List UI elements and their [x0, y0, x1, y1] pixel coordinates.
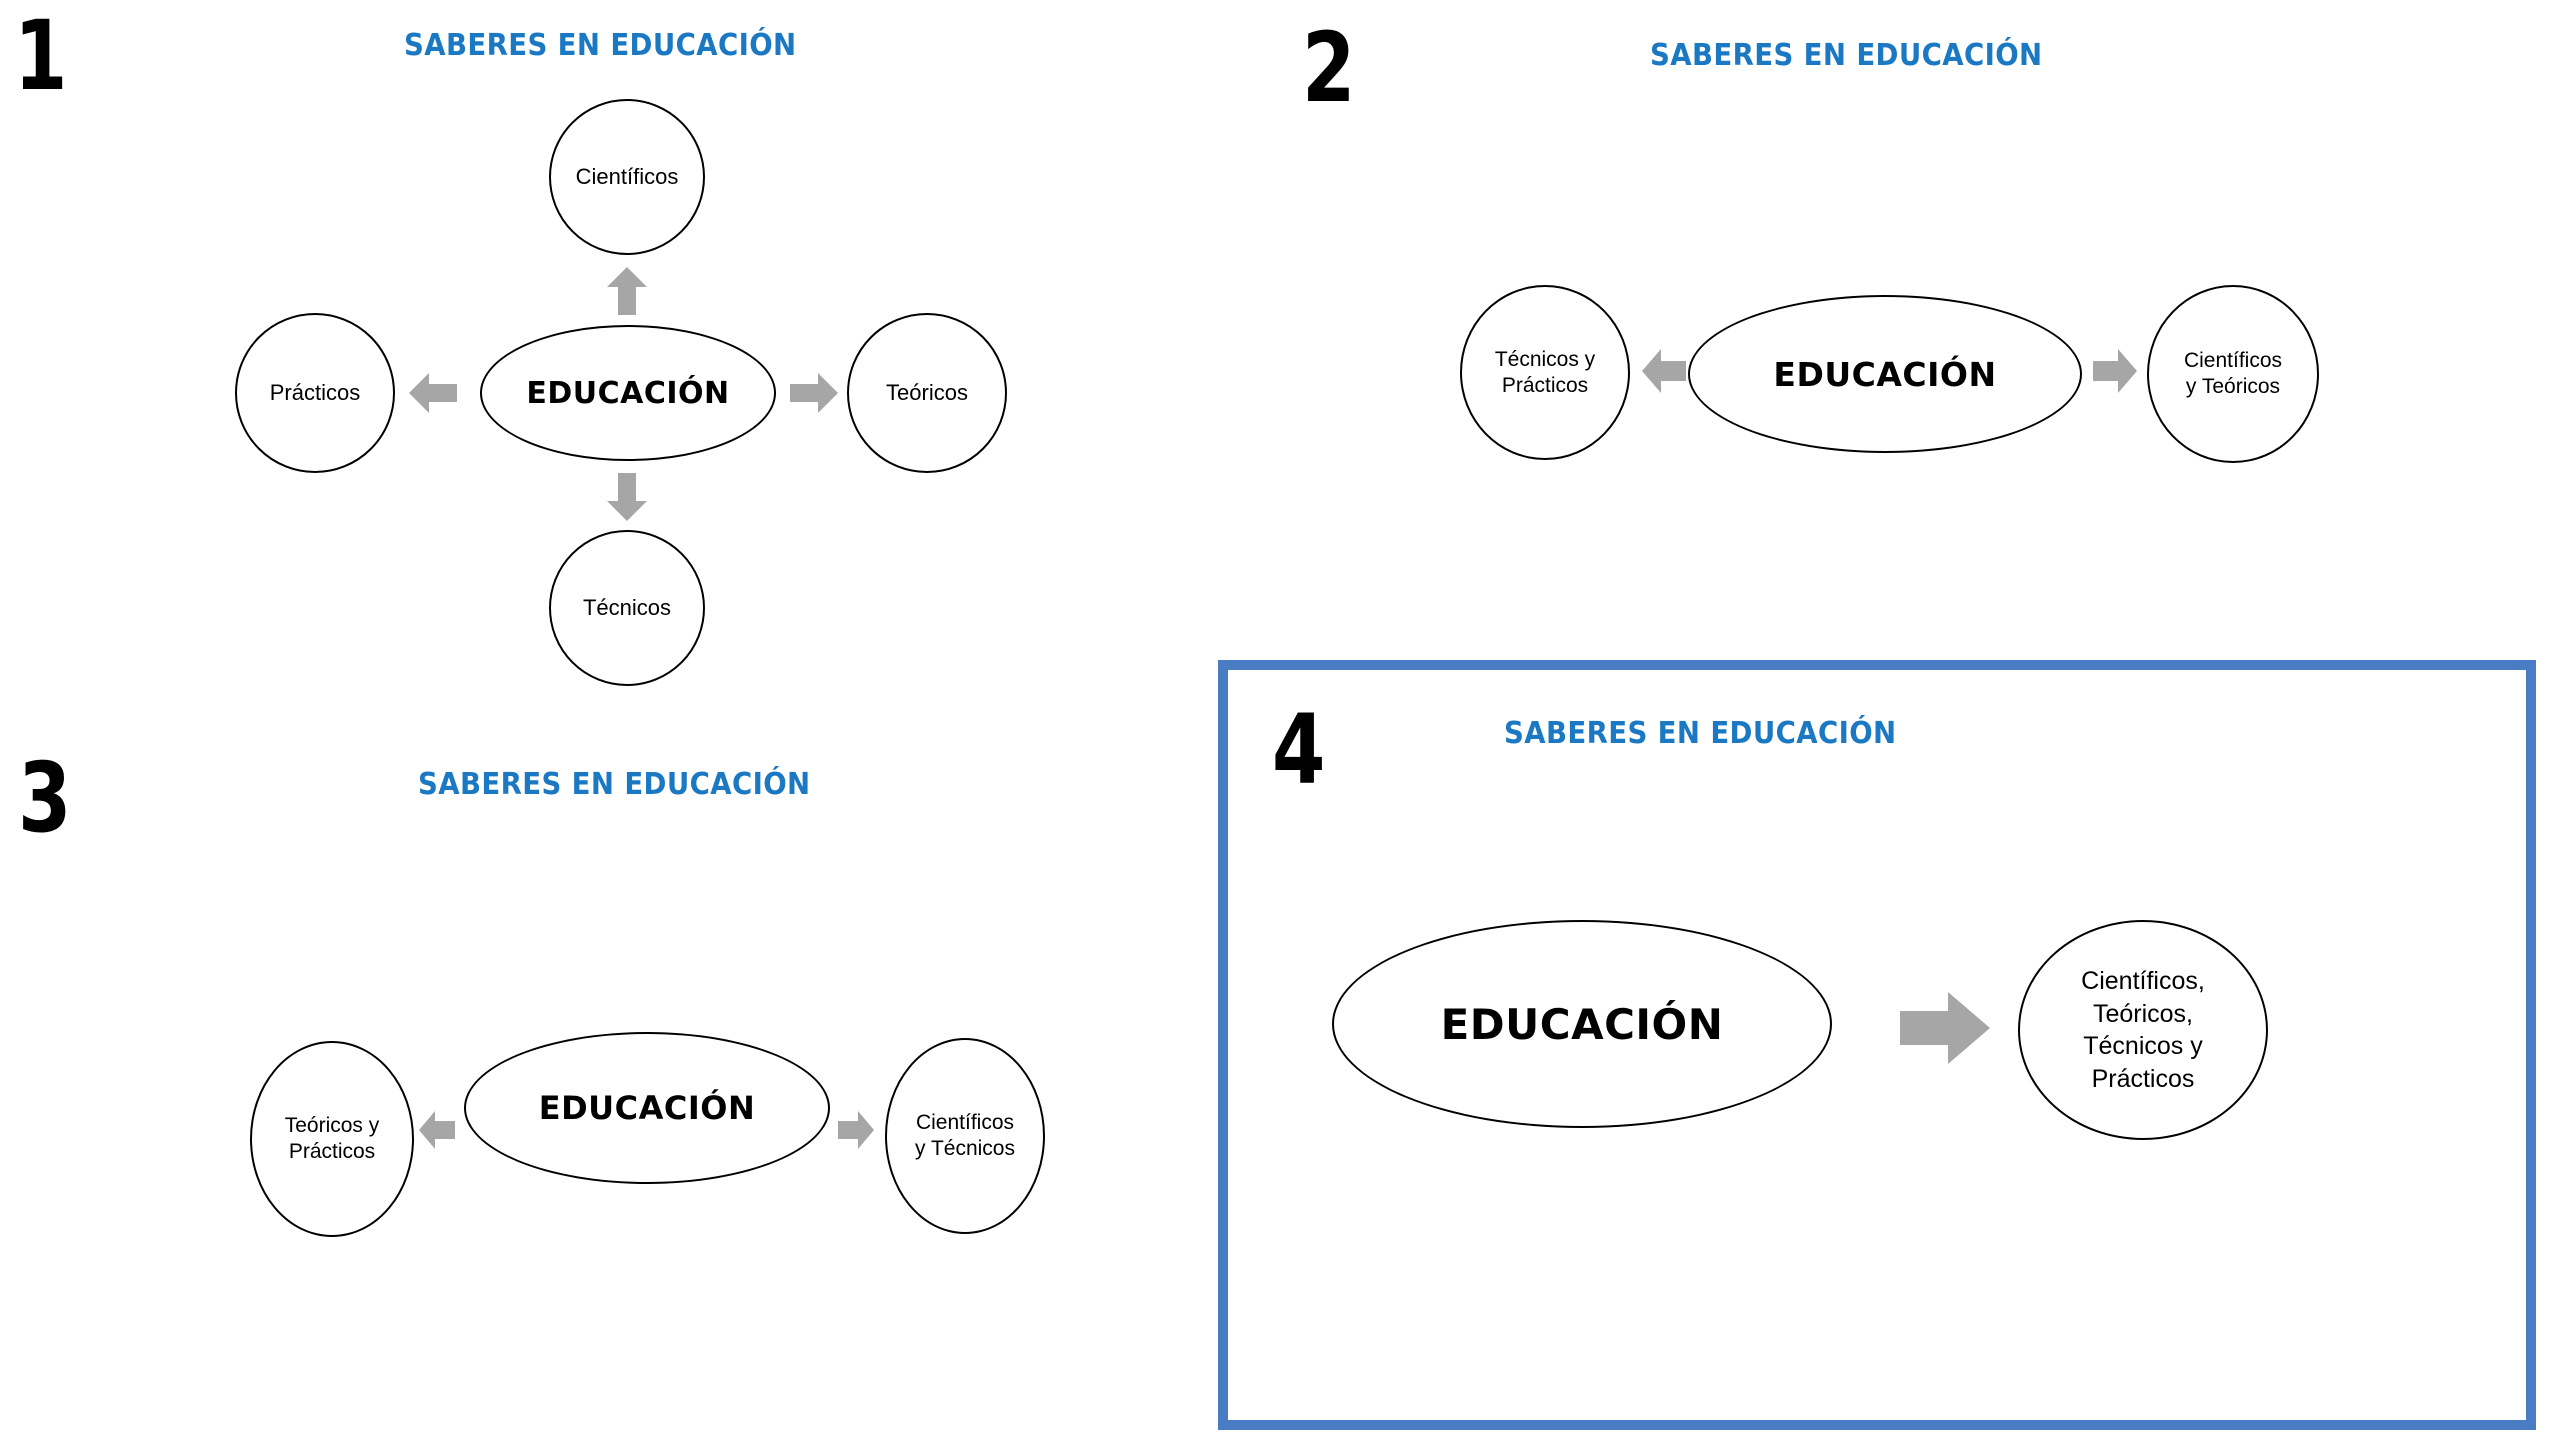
node-label: Teóricos y Prácticos	[285, 1113, 380, 1164]
node-cientificos-y-tecnicos: Científicos y Técnicos	[885, 1038, 1045, 1234]
center-node-label: EDUCACIÓN	[538, 1089, 756, 1127]
node-label-line-2: y Teóricos	[2185, 375, 2281, 398]
node-label-line-1: Teóricos y	[284, 1114, 380, 1138]
node-tecnicos: Técnicos	[549, 530, 705, 686]
arrow-left-icon	[409, 369, 457, 417]
arrow-down-icon	[607, 473, 647, 521]
panel-number-4: 4	[1272, 694, 1325, 806]
node-label: Científicos, Teóricos, Técnicos y Prácti…	[2081, 965, 2205, 1095]
center-node-educacion: EDUCACIÓN	[1688, 295, 2082, 453]
node-label-line-1: Técnicos y	[1494, 347, 1596, 371]
arrow-left-icon	[1642, 345, 1686, 397]
panel-4-highlighted: 4 SABERES EN EDUCACIÓN EDUCACIÓN Científ…	[1218, 660, 2536, 1430]
panel-title-2: SABERES EN EDUCACIÓN	[1650, 38, 2043, 73]
node-cientificos-teoricos-tecnicos-y-practicos: Científicos, Teóricos, Técnicos y Prácti…	[2018, 920, 2268, 1140]
node-label-line-2: y Técnicos	[915, 1137, 1015, 1160]
panel-1: 1 SABERES EN EDUCACIÓN Científicos EDUCA…	[0, 0, 1250, 720]
node-label-line-2: Prácticos	[288, 1140, 376, 1163]
node-label: Científicos	[575, 163, 679, 189]
node-tecnicos-y-practicos: Técnicos y Prácticos	[1460, 285, 1630, 460]
node-label: Técnicos y Prácticos	[1495, 347, 1595, 398]
center-node-label: EDUCACIÓN	[1440, 999, 1724, 1049]
node-label-line-1: Científicos	[2183, 349, 2283, 373]
node-label-line-2: Teóricos,	[2092, 999, 2194, 1028]
node-cientificos-y-teoricos: Científicos y Teóricos	[2147, 285, 2319, 463]
node-label-line-1: Científicos	[915, 1111, 1015, 1135]
node-label-line-1: Científicos,	[2081, 967, 2205, 995]
panel-3: 3 SABERES EN EDUCACIÓN Teóricos y Prácti…	[0, 720, 1250, 1440]
node-label: Científicos y Técnicos	[915, 1110, 1015, 1161]
panel-number-3: 3	[18, 742, 71, 854]
node-practicos: Prácticos	[235, 313, 395, 473]
center-node-educacion: EDUCACIÓN	[464, 1032, 830, 1184]
panel-title-3: SABERES EN EDUCACIÓN	[418, 767, 811, 802]
center-node-label: EDUCACIÓN	[1773, 354, 1997, 394]
panel-title-4: SABERES EN EDUCACIÓN	[1504, 716, 1897, 751]
center-node-educacion: EDUCACIÓN	[1332, 920, 1832, 1128]
node-cientificos: Científicos	[549, 99, 705, 255]
center-node-label: EDUCACIÓN	[526, 375, 730, 411]
center-node-educacion: EDUCACIÓN	[480, 325, 776, 461]
panel-number-1: 1	[14, 0, 67, 112]
arrow-left-icon	[419, 1108, 455, 1152]
node-label: Prácticos	[269, 379, 361, 405]
node-label: Técnicos	[582, 594, 672, 620]
arrow-right-icon	[838, 1108, 874, 1152]
arrow-up-icon	[607, 267, 647, 315]
arrow-right-icon	[2093, 345, 2137, 397]
arrow-right-icon	[790, 369, 838, 417]
node-label: Teóricos	[886, 379, 968, 405]
panel-2: 2 SABERES EN EDUCACIÓN Técnicos y Prácti…	[1260, 0, 2560, 680]
node-label-line-3: Técnicos y	[2083, 1032, 2203, 1060]
node-label-line-4: Prácticos	[2091, 1064, 2195, 1093]
node-label-line-2: Prácticos	[1501, 373, 1589, 397]
panel-number-2: 2	[1302, 12, 1355, 124]
node-teoricos: Teóricos	[847, 313, 1007, 473]
panel-title-1: SABERES EN EDUCACIÓN	[404, 28, 797, 63]
arrow-right-icon	[1900, 990, 1990, 1066]
node-teoricos-y-practicos: Teóricos y Prácticos	[250, 1041, 414, 1237]
node-label: Científicos y Teóricos	[2184, 348, 2282, 399]
